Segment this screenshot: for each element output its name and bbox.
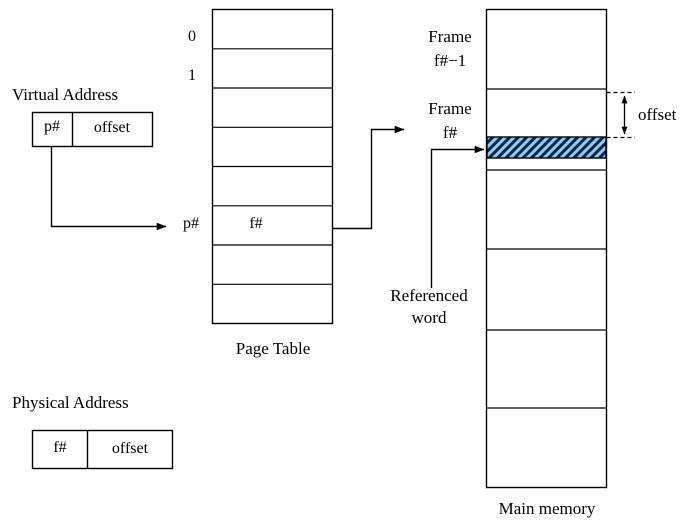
referenced-word-label-line1: Referenced (390, 286, 468, 305)
page-number-lookup-connector (50, 146, 167, 231)
virtual-address-field-page-number: p# (44, 118, 60, 135)
virtual-address-box (31, 111, 154, 148)
page-table-entry-frame-number: f# (249, 215, 263, 232)
page-table-pointer-label: p# (183, 215, 199, 232)
frame-label-previous-line1: Frame (428, 27, 472, 46)
main-memory-column (485, 8, 608, 489)
page-table-caption: Page Table (235, 339, 311, 358)
page-table-index-0: 0 (188, 28, 196, 45)
physical-address-field-frame-number: f# (53, 439, 67, 456)
referenced-word-label-line2: word (411, 308, 447, 327)
physical-address-field-offset: offset (111, 440, 149, 457)
main-memory-caption: Main memory (498, 499, 596, 518)
physical-address-caption: Physical Address (12, 393, 129, 412)
offset-bracket-label: offset (638, 105, 677, 124)
frame-label-previous-line2: f#−1 (433, 51, 467, 70)
page-table-grid (211, 8, 334, 325)
physical-address-box (31, 429, 174, 470)
virtual-address-caption: Virtual Address (12, 85, 119, 104)
referenced-word-connector (430, 145, 485, 288)
page-table-index-1: 1 (188, 67, 196, 84)
frame-label-current-line1: Frame (428, 99, 472, 118)
virtual-address-field-offset: offset (93, 119, 131, 136)
frame-label-current-line2: f# (442, 123, 458, 142)
referenced-word-highlight (486, 136, 607, 159)
frame-number-connector (332, 125, 405, 230)
offset-bracket (606, 91, 635, 139)
